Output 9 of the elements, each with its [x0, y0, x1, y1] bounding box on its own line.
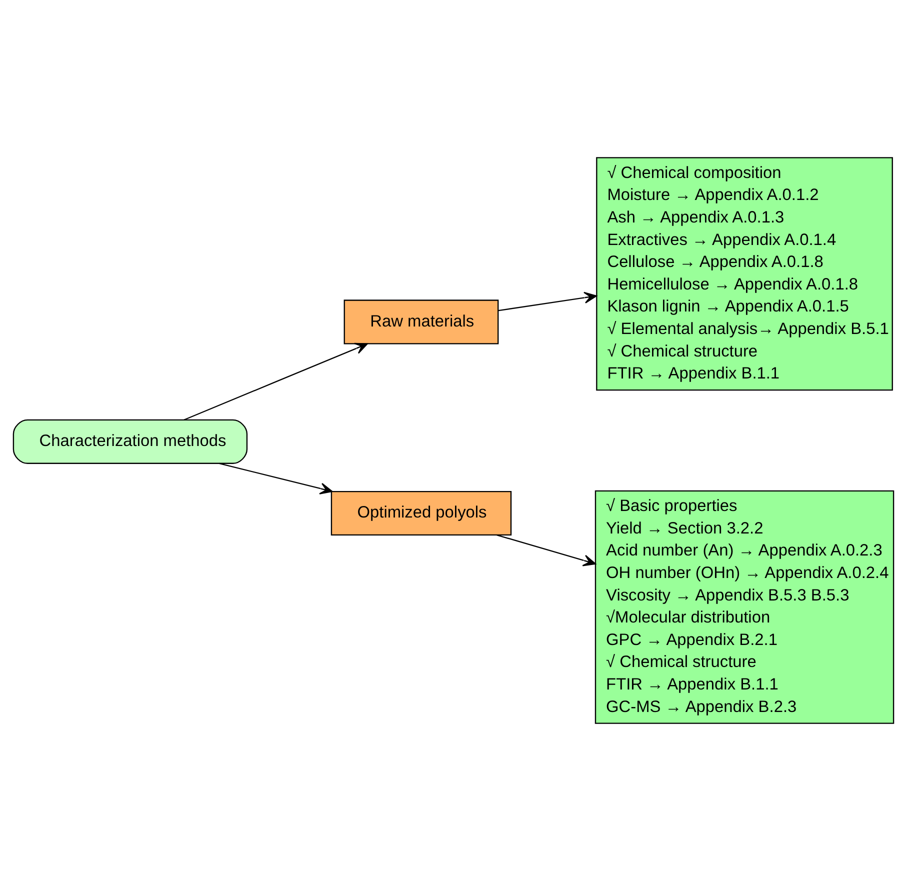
node-box: √ Basic properties Yield → Section 3.2.2 Acid number (An) → Appendix A.0.2.3 OH number (OHn) → Appendix A.0.2.4 Viscosity → Appendix B.5.3 B.5.3 √Molecular distribution GPC → Appendix B.2.1 √ Chemical structure FTIR → Appendix B.1.1 GC-MS → Appendix B.2.3 [594, 490, 894, 724]
node-box: Raw materials [344, 300, 499, 344]
arrow [184, 342, 368, 420]
arrow [496, 534, 596, 566]
node-box: Characterization methods [12, 419, 248, 464]
arrow [498, 292, 597, 312]
arrow [219, 462, 333, 494]
node-box: Optimized polyols [330, 490, 512, 536]
node-box: √ Chemical composition Moisture → Appendix A.0.1.2 Ash → Appendix A.0.1.3 Extractives → Appendix A.0.1.4 Cellulose → Appendix A.0.1.8 Hemicellulose → Appendix A.0.1.8 Klason lignin → Appendix A.0.1.5 √ Elemental analysis→ Appendix B.5.1 √ Chemical structure FTIR → Appendix B.1.1 [596, 157, 893, 391]
